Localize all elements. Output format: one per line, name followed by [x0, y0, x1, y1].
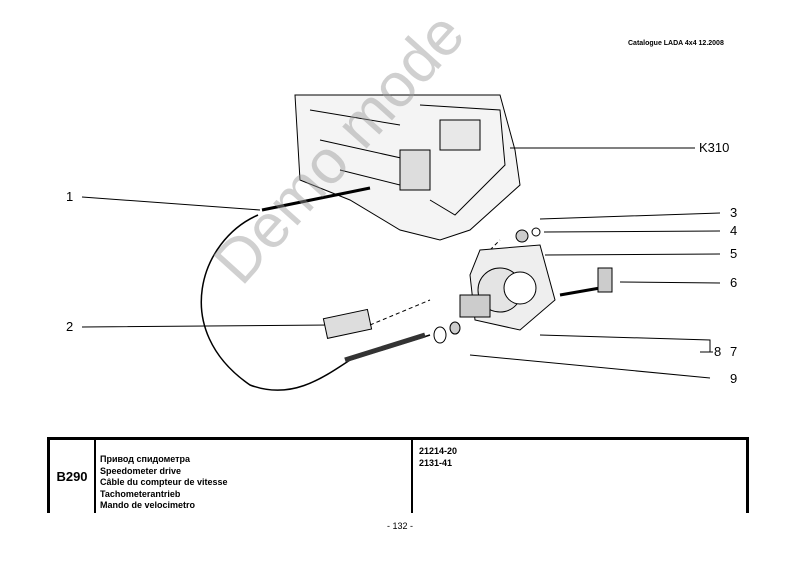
catalogue-header: Catalogue LADA 4x4 12.2008 — [628, 40, 724, 47]
name-en: Speedometer drive — [100, 465, 182, 476]
model: 2131-41 — [419, 458, 453, 468]
callout-9: 9 — [730, 371, 738, 386]
callout-3: 3 — [730, 205, 738, 220]
name-fr: Câble du compteur de vitesse — [100, 477, 228, 487]
callout-4: 4 — [730, 223, 738, 238]
name-es: Mando de velocimetro — [100, 500, 196, 510]
page-number: - 132 - — [386, 521, 413, 531]
callout-7: 7 — [730, 344, 738, 359]
callout-1: 1 — [66, 189, 74, 204]
callout-8: 8 — [714, 344, 722, 359]
callout-k310: K310 — [699, 140, 730, 155]
callout-2: 2 — [66, 319, 74, 334]
parts-table: B290 Привод спидометра Speedometer drive… — [47, 437, 749, 513]
name-ru: Привод спидометра — [100, 454, 191, 464]
model: 21214-20 — [419, 446, 458, 456]
group-code: B290 — [50, 440, 96, 513]
models: 21214-20 2131-41 — [415, 440, 457, 469]
name-de: Tachometerantrieb — [100, 488, 181, 499]
group-names: Привод спидометра Speedometer drive Câbl… — [96, 440, 413, 513]
callout-6: 6 — [730, 275, 738, 290]
callout-5: 5 — [730, 246, 738, 261]
